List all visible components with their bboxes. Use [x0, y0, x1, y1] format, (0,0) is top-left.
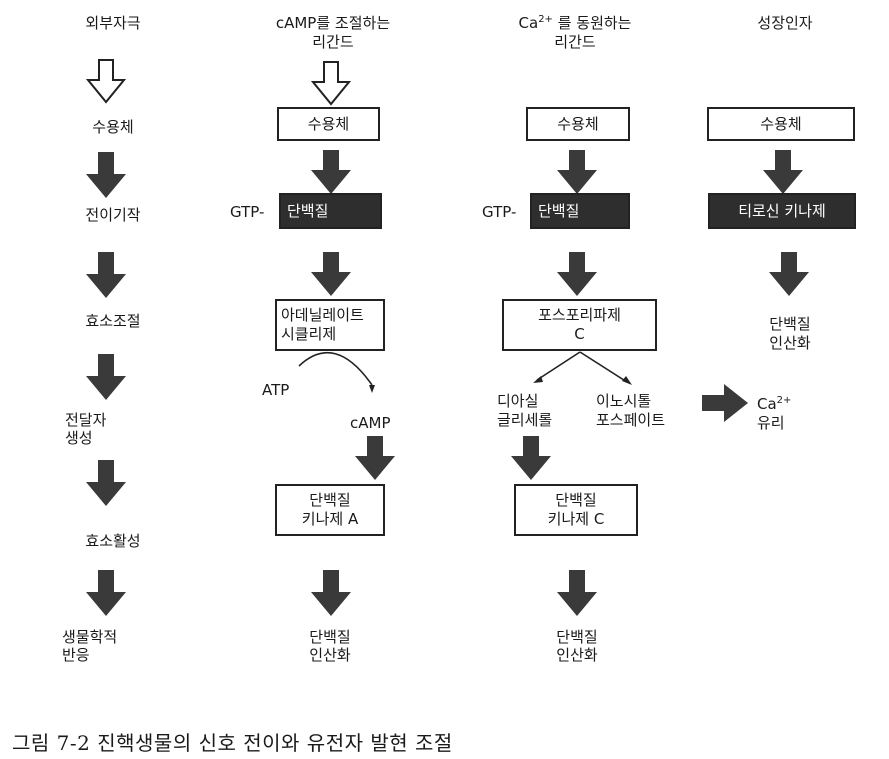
col3-result-line2: 인산화 [556, 646, 598, 664]
col2-receptor-box: 수용체 [277, 107, 380, 141]
col3-ip3-line2: 포스페이트 [596, 411, 666, 429]
col2-enzyme-line2: 시클리제 [281, 325, 337, 343]
col3-ip3-line1: 이노시톨 [596, 392, 652, 410]
col4-title: 성장인자 [757, 14, 813, 32]
col1-title: 외부자극 [85, 14, 141, 32]
col3-gtp-label: GTP- [482, 203, 517, 221]
col4-receptor-box: 수용체 [707, 107, 855, 141]
col2-adenylate-cyclase-box: 아데닐레이트 시클리제 [275, 299, 385, 351]
col1-step-enzyme-activation: 효소활성 [85, 532, 141, 550]
ca-release-line1: Ca2+ [757, 395, 791, 414]
col2-atp-label: ATP [262, 381, 290, 399]
arrow-down-icon [86, 354, 126, 400]
col4-tyrosine-kinase-box: 티로신 키나제 [708, 193, 856, 229]
col3-title-line1: Ca2+ 를 동원하는 [490, 14, 660, 33]
col4-result-line1: 단백질 [769, 315, 811, 333]
col2-pka-box: 단백질 키나제 A [275, 484, 385, 536]
arrow-down-icon [311, 150, 351, 194]
col2-kinase-line1: 단백질 [309, 491, 351, 509]
col3-title-rest: 를 동원하는 [552, 14, 632, 32]
hollow-arrow-down-icon [85, 59, 127, 104]
arrow-down-icon [557, 150, 597, 194]
col2-g-protein-box: 단백질 [279, 193, 382, 229]
col3-dag-line1: 디아실 [497, 392, 539, 410]
col3-enzyme-line1: 포스포리파제 [538, 306, 621, 324]
arrow-down-icon [86, 570, 126, 616]
ca-release-line2: 유리 [757, 414, 785, 432]
arrow-down-icon [86, 252, 126, 298]
ca-release-ca: Ca [757, 395, 777, 413]
col3-receptor-box: 수용체 [526, 107, 630, 141]
arrow-down-icon [511, 436, 551, 480]
col2-result-line2: 인산화 [309, 646, 351, 664]
col1-step-transduction: 전이기작 [85, 206, 141, 224]
col1-step-receptor: 수용체 [92, 118, 134, 136]
col1-step-production: 생성 [65, 429, 93, 447]
col3-kinase-line2: 키나제 C [547, 510, 605, 528]
col2-camp-label: cAMP [350, 414, 391, 432]
col2-title-line1: cAMP를 조절하는 [275, 14, 391, 32]
arrow-down-icon [769, 252, 809, 296]
col3-kinase-line1: 단백질 [555, 491, 597, 509]
col3-g-protein-box: 단백질 [530, 193, 630, 229]
arrow-down-icon [86, 460, 126, 506]
col3-plc-box: 포스포리파제 C [502, 299, 657, 351]
figure-caption: 그림 7-2 진핵생물의 신호 전이와 유전자 발현 조절 [12, 731, 453, 755]
col2-enzyme-line1: 아데닐레이트 [281, 306, 364, 324]
arrow-down-icon [311, 570, 351, 616]
col4-result-line2: 인산화 [769, 334, 811, 352]
arrow-down-icon [763, 150, 803, 194]
col3-dag-line2: 글리세롤 [497, 411, 553, 429]
arrow-down-icon [557, 570, 597, 616]
col1-step-biological: 생물학적 [62, 628, 118, 646]
col3-title-sup: 2+ [538, 14, 553, 25]
col1-step-enzyme-regulation: 효소조절 [85, 312, 141, 330]
arrow-down-icon [86, 152, 126, 198]
arrow-right-icon [702, 384, 748, 422]
arrow-down-icon [355, 436, 395, 480]
col2-result-line1: 단백질 [309, 628, 351, 646]
col1-step-messenger: 전달자 [65, 411, 107, 429]
col2-title-line2: 리간드 [312, 33, 354, 51]
arrow-down-icon [311, 252, 351, 296]
col2-kinase-line2: 키나제 A [301, 510, 359, 528]
col3-title-ca: Ca [518, 14, 539, 32]
ca-release-sup: 2+ [776, 395, 792, 406]
arrow-down-icon [557, 252, 597, 296]
col3-title-line2: 리간드 [554, 33, 596, 51]
col1-step-response: 반응 [62, 646, 90, 664]
hollow-arrow-down-icon [310, 61, 352, 106]
col3-result-line1: 단백질 [556, 628, 598, 646]
col3-pkc-box: 단백질 키나제 C [514, 484, 638, 536]
col3-enzyme-line2: C [574, 325, 585, 343]
col2-gtp-label: GTP- [230, 203, 265, 221]
